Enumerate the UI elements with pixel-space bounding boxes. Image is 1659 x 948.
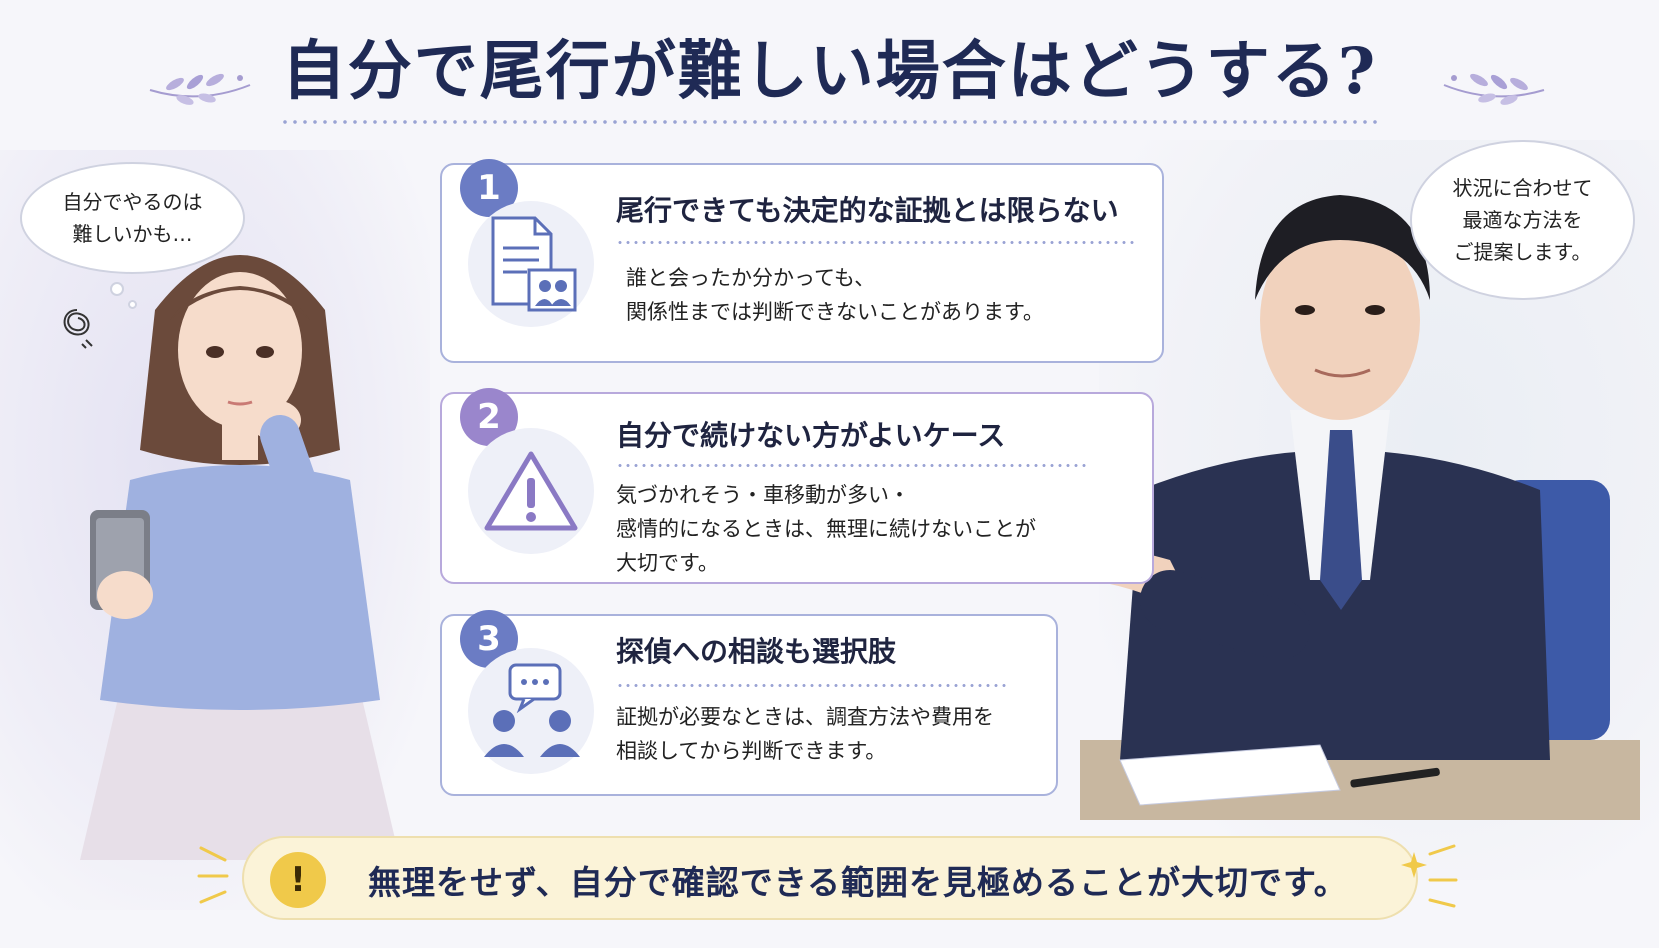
woman-speech-text: 自分でやるのは 難しいかも… xyxy=(62,190,203,246)
worried-woman-illustration xyxy=(80,255,400,860)
right-leaf-ornament-icon xyxy=(1443,73,1545,105)
left-leaf-ornament-icon xyxy=(149,73,251,105)
tip-body-1: 誰と会ったか分かっても、 関係性までは判断できないことがあります。 xyxy=(626,266,1044,324)
consultant-speech-text: 状況に合わせて 最適な方法を ご提案します。 xyxy=(1452,176,1593,264)
document-photo-icon xyxy=(468,201,594,327)
tip-body-3: 証拠が必要なときは、調査方法や費用を 相談してから判断できます。 xyxy=(616,705,994,763)
title-divider xyxy=(280,120,1380,124)
consultant-man-illustration xyxy=(1080,195,1640,820)
thought-dot xyxy=(110,282,124,296)
left-sparkle-icon xyxy=(197,846,229,904)
tip-card-2: 2 自分で続けない方がよいケース 気づかれそう・車移動が多い・ 感情的になるとき… xyxy=(440,388,1154,584)
consultation-icon xyxy=(468,648,594,774)
exclamation-badge-icon: ! xyxy=(270,852,326,908)
consultant-speech-bubble: 状況に合わせて 最適な方法を ご提案します。 xyxy=(1410,140,1635,300)
right-sparkle-icon xyxy=(1401,844,1458,908)
tip-heading-2: 自分で続けない方がよいケース xyxy=(616,419,1006,452)
tip-divider-1 xyxy=(616,241,1136,244)
tip-body-2: 気づかれそう・車移動が多い・ 感情的になるときは、無理に続けないことが 大切です… xyxy=(616,483,1036,575)
page-title: 自分で尾行が難しい場合はどうする? xyxy=(281,34,1378,109)
tip-divider-3 xyxy=(616,684,1006,687)
woman-speech-bubble: 自分でやるのは 難しいかも… xyxy=(20,162,245,274)
thought-dot xyxy=(128,300,137,309)
tip-heading-1: 尾行できても決定的な証拠とは限らない xyxy=(616,194,1119,227)
tip-number-2: 2 xyxy=(460,388,518,446)
tip-heading-3: 探偵への相談も選択肢 xyxy=(616,635,897,668)
tip-divider-2 xyxy=(616,464,1086,467)
tip-number-3: 3 xyxy=(460,610,518,668)
tip-card-1: 1 尾行できても決定的な証拠とは限らない 誰と会ったか分かっても、 関係性までは… xyxy=(440,159,1164,363)
summary-banner: ! 無理をせず、自分で確認できる範囲を見極めることが大切です。 xyxy=(242,836,1418,920)
summary-text: 無理をせず、自分で確認できる範囲を見極めることが大切です。 xyxy=(368,863,1348,902)
tip-card-3: 3 探偵への相談も選択肢 証拠が必要なときは、調査方法や費用を 相談してから判断… xyxy=(440,610,1058,796)
worry-scribble-icon xyxy=(63,309,93,349)
warning-icon xyxy=(468,428,594,554)
